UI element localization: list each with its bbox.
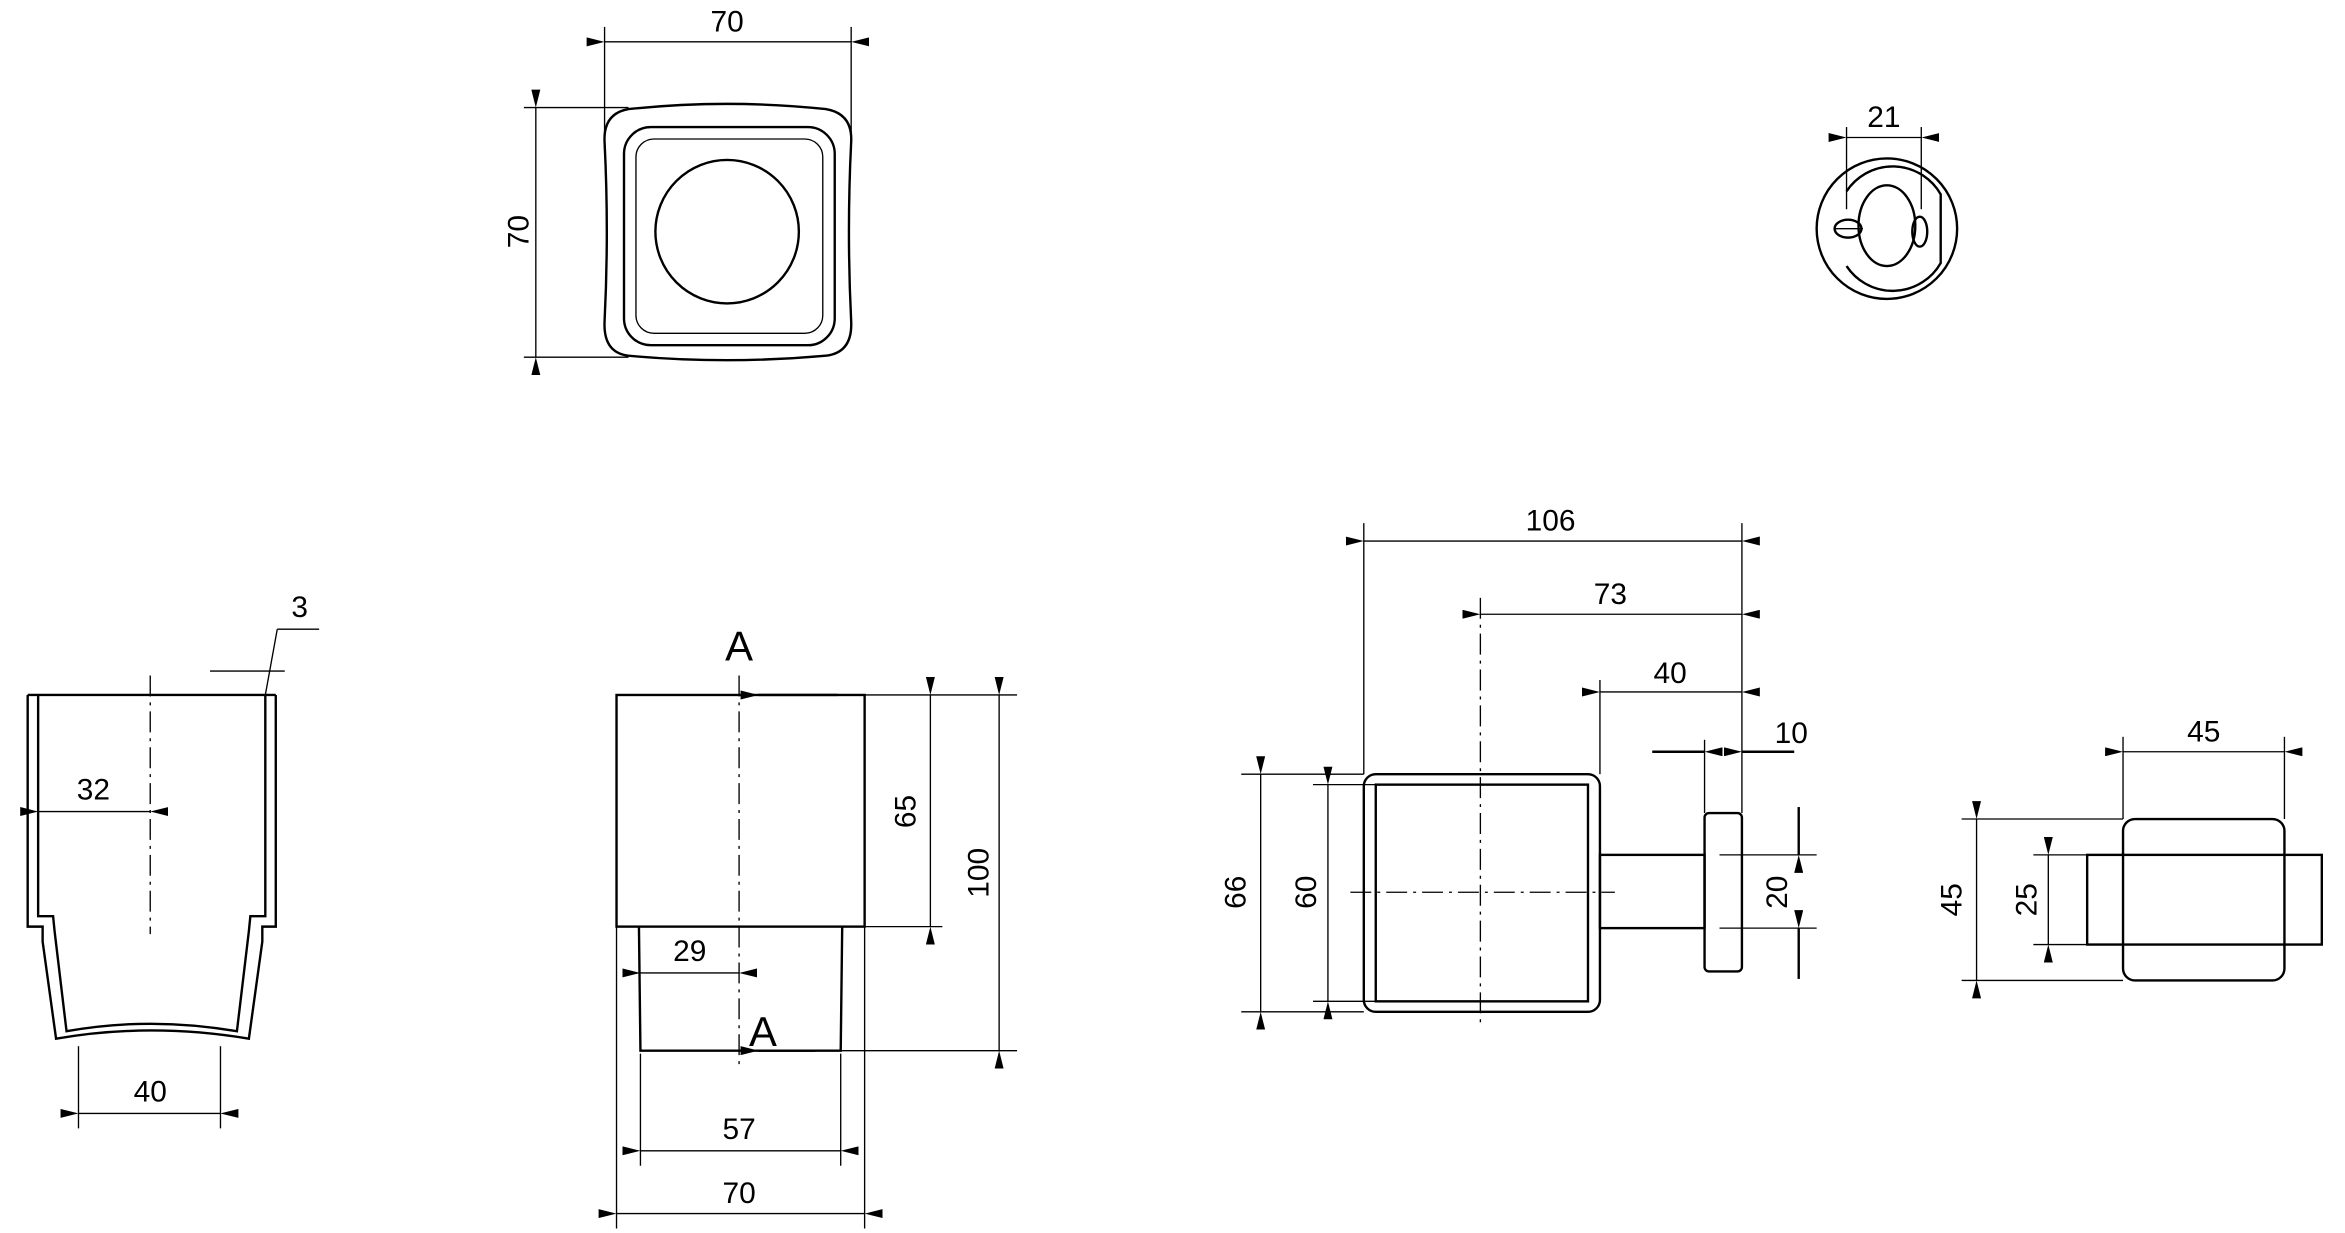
section-mark-bottom: A: [749, 1008, 777, 1055]
front-view: A A 65 100 29 57 70: [598, 623, 1018, 1229]
section-inner-label: 32: [77, 774, 110, 807]
side-inner-height-label: 60: [1290, 876, 1323, 909]
front-lower-width-label: 57: [722, 1113, 755, 1146]
side-view: 106 73 40 10 66 60 20: [1220, 505, 1817, 1030]
end-height-label: 45: [1936, 883, 1969, 916]
top-view: 70 70: [502, 5, 870, 376]
top-width-label: 70: [711, 5, 744, 38]
section-wall-label: 3: [291, 591, 308, 624]
section-view: 32 40 3: [20, 591, 320, 1129]
side-center-depth-label: 73: [1594, 578, 1627, 611]
section-mark-top: A: [725, 623, 753, 670]
mount-view: 21: [1815, 101, 1959, 301]
side-plate-label: 10: [1775, 717, 1808, 750]
front-width-label: 70: [722, 1177, 755, 1210]
side-total-depth-label: 106: [1526, 505, 1576, 538]
front-half-lower-label: 29: [673, 935, 706, 968]
end-view: 45 45 25: [1936, 715, 2324, 999]
end-arm-label: 25: [2010, 883, 2043, 916]
end-width-label: 45: [2187, 715, 2220, 748]
mount-width-label: 21: [1867, 101, 1900, 134]
front-total-height-label: 100: [963, 848, 996, 898]
side-outer-height-label: 66: [1220, 876, 1253, 909]
side-arm-depth-label: 40: [1654, 657, 1687, 690]
front-upper-height-label: 65: [889, 795, 922, 828]
side-arm-height-label: 20: [1761, 876, 1794, 909]
top-height-label: 70: [502, 215, 535, 248]
section-base-label: 40: [134, 1075, 167, 1108]
